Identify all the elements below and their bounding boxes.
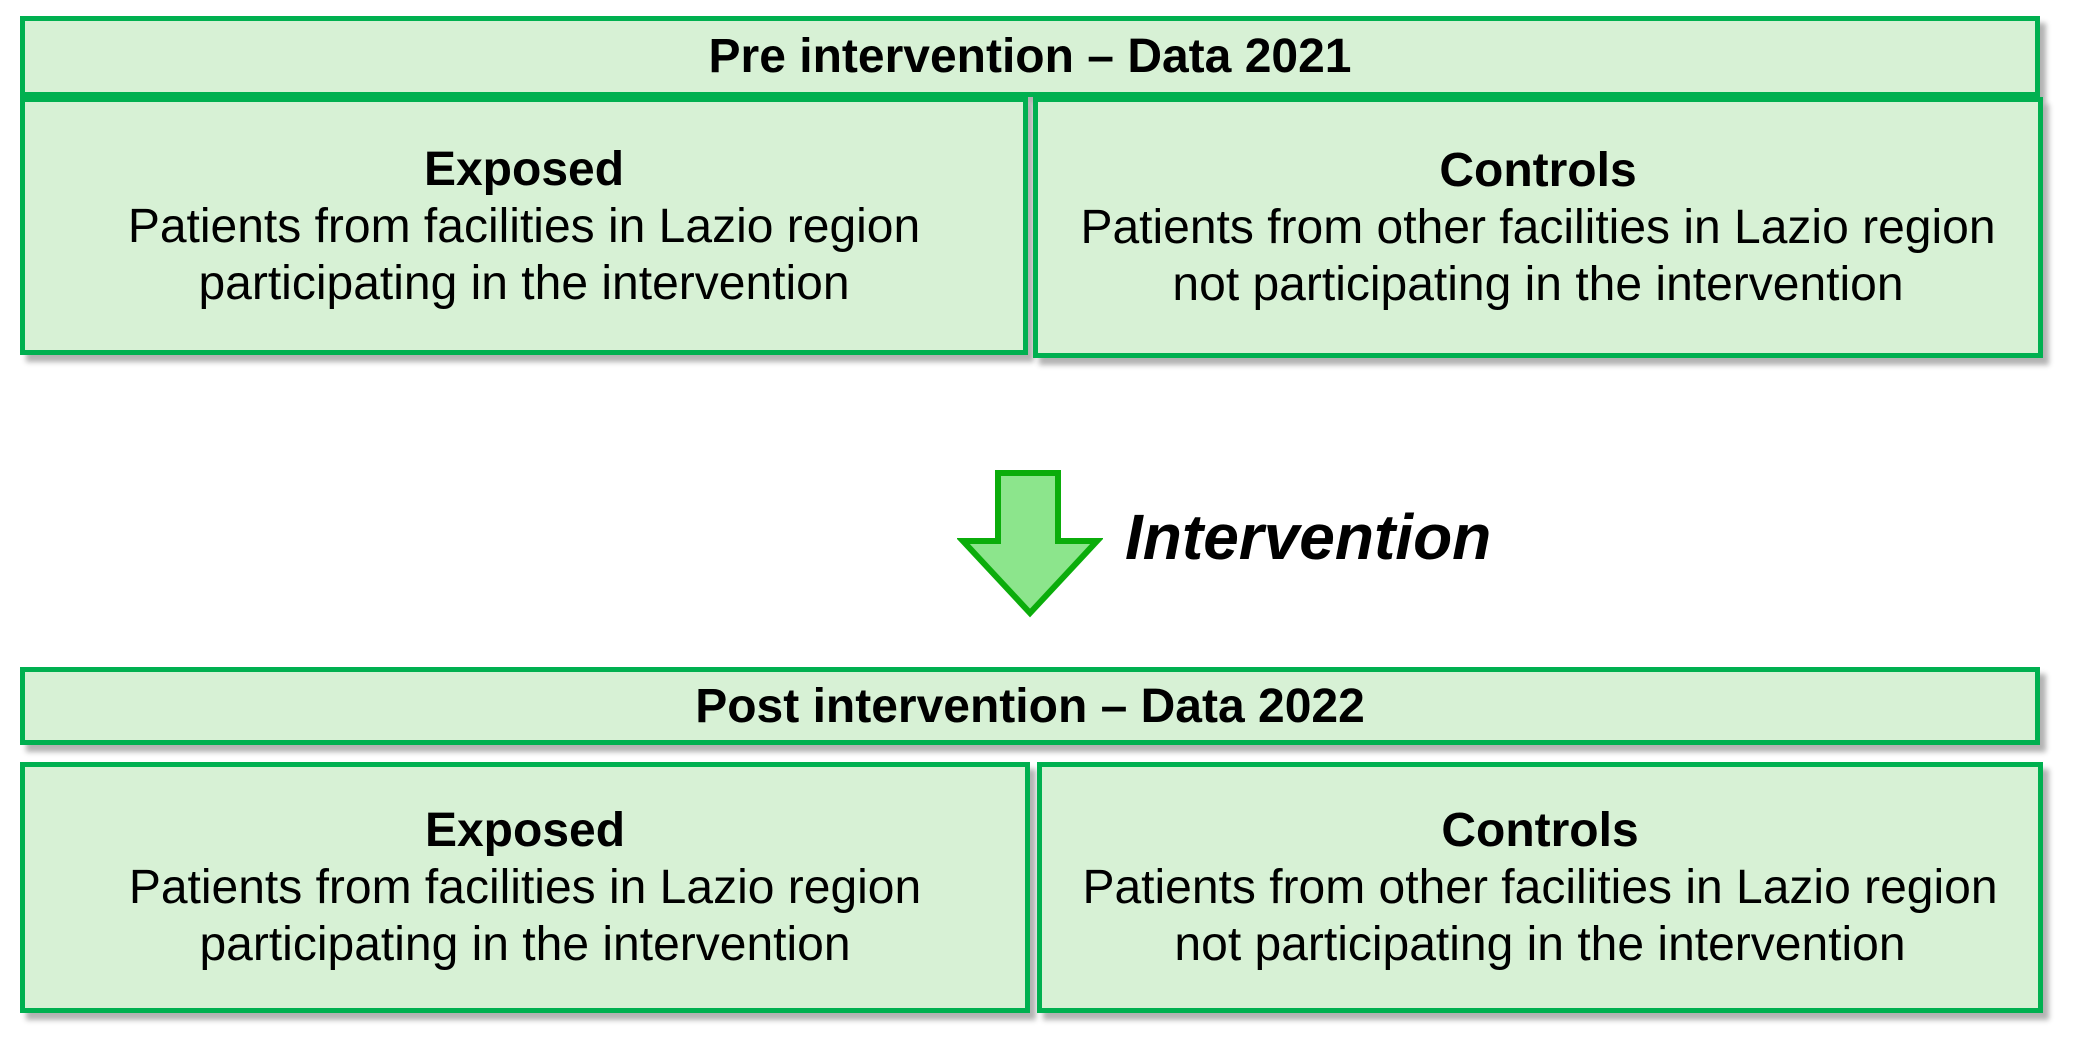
- post-intervention-header: Post intervention – Data 2022: [20, 667, 2040, 745]
- pre-exposed-line-1: Patients from facilities in Lazio region: [127, 199, 921, 253]
- pre-intervention-title: Pre intervention – Data 2021: [708, 30, 1352, 83]
- intervention-arrow-label: Intervention: [1125, 501, 1492, 573]
- down-arrow-shape: [963, 473, 1097, 613]
- post-controls-heading: Controls: [1441, 804, 1639, 857]
- post-controls-line-2: not participating in the intervention: [1174, 918, 1906, 971]
- post-exposed-box: Exposed Patients from facilities in Lazi…: [20, 762, 1030, 1013]
- pre-exposed-line-2: participating in the intervention: [198, 256, 850, 310]
- pre-exposed-heading: Exposed: [423, 142, 625, 196]
- pre-exposed-box: Exposed Patients from facilities in Lazi…: [20, 97, 1028, 355]
- post-exposed-heading: Exposed: [424, 804, 626, 857]
- pre-controls-line-1: Patients from other facilities in Lazio …: [1080, 201, 1996, 254]
- pre-controls-heading: Controls: [1439, 144, 1637, 197]
- pre-controls-box: Controls Patients from other facilities …: [1033, 97, 2043, 358]
- post-intervention-title: Post intervention – Data 2022: [695, 679, 1365, 733]
- down-arrow-icon: [956, 467, 1104, 619]
- down-arrow-outline: [956, 470, 1104, 618]
- post-controls-line-1: Patients from other facilities in Lazio …: [1082, 861, 1998, 914]
- pre-intervention-header: Pre intervention – Data 2021: [20, 16, 2040, 97]
- post-exposed-line-2: participating in the intervention: [199, 918, 851, 971]
- pre-controls-line-2: not participating in the intervention: [1172, 258, 1904, 311]
- post-exposed-line-1: Patients from facilities in Lazio region: [128, 861, 922, 914]
- post-controls-box: Controls Patients from other facilities …: [1037, 762, 2043, 1013]
